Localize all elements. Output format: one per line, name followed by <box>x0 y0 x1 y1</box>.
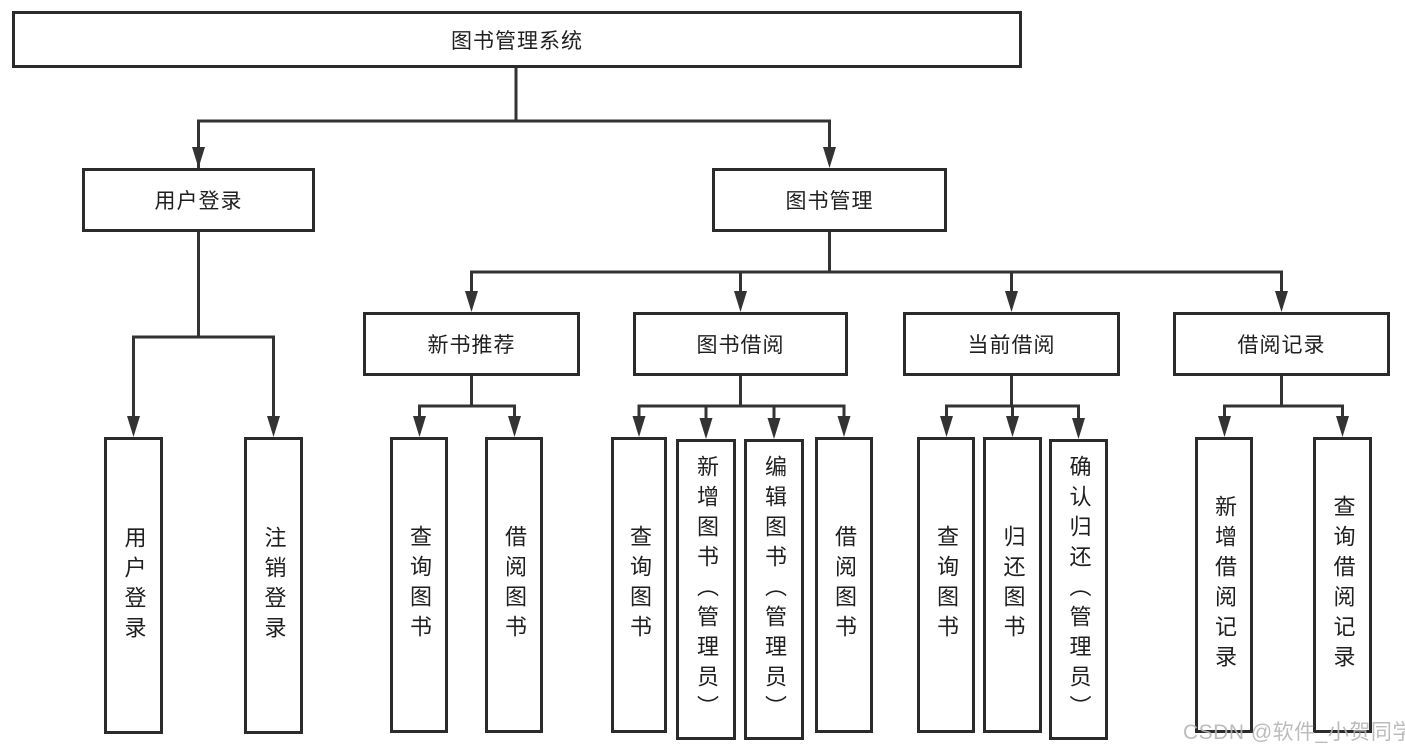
node-new-book-recommendation: 新书推荐 <box>363 312 580 376</box>
leaf-edit-books-admin: 编辑图书（管理员） <box>744 439 804 740</box>
connector-mgmt-to-level3 <box>465 232 1288 312</box>
leaf-borrow-books: 借阅图书 <box>815 437 873 733</box>
arrowhead <box>1072 418 1085 439</box>
arrowhead <box>940 416 953 437</box>
node-root-library-system: 图书管理系统 <box>12 11 1022 68</box>
connector-login-to-leaves <box>127 232 280 437</box>
csdn-watermark: CSDN @软件_小贺同学 <box>1183 721 1405 744</box>
arrowhead <box>465 291 478 312</box>
arrowhead <box>1336 416 1349 437</box>
arrowhead <box>192 147 205 168</box>
node-label: 新书推荐 <box>427 334 516 357</box>
leaf-label: 归还图书 <box>1000 525 1026 645</box>
leaf-label: 借阅图书 <box>502 525 527 645</box>
arrowhead <box>413 416 426 437</box>
leaf-label: 用户登录 <box>121 525 147 646</box>
leaf-user-login: 用户登录 <box>104 437 163 734</box>
leaf-query-books-recommend: 查询图书 <box>390 437 448 733</box>
leaf-query-borrow-record: 查询借阅记录 <box>1313 437 1372 733</box>
connector-newbooks-to-leaves <box>413 376 521 437</box>
node-borrowing-records: 借阅记录 <box>1173 312 1390 376</box>
node-label: 用户登录 <box>154 190 243 213</box>
leaf-label: 编辑图书（管理员） <box>762 454 787 725</box>
node-label: 图书管理系统 <box>451 29 583 53</box>
leaf-logout: 注销登录 <box>244 437 303 734</box>
arrowhead <box>823 147 836 168</box>
leaf-label: 新增图书（管理员） <box>694 454 719 725</box>
arrowhead <box>508 416 521 437</box>
arrowhead <box>699 418 713 439</box>
arrowhead <box>1006 416 1019 437</box>
leaf-label: 查询图书 <box>407 525 432 645</box>
leaf-add-borrow-record: 新增借阅记录 <box>1195 437 1253 733</box>
arrowhead <box>1218 416 1231 437</box>
leaf-confirm-return-admin: 确认归还（管理员） <box>1049 439 1108 740</box>
leaf-label: 新增借阅记录 <box>1212 495 1237 675</box>
leaf-label: 查询借阅记录 <box>1330 495 1356 675</box>
node-user-login: 用户登录 <box>82 168 315 232</box>
leaf-query-books-current: 查询图书 <box>917 437 975 733</box>
leaf-label: 查询图书 <box>934 525 959 645</box>
arrowhead <box>767 418 781 439</box>
node-label: 当前借阅 <box>967 334 1056 357</box>
leaf-add-books-admin: 新增图书（管理员） <box>676 439 736 740</box>
connector-borrow-to-leaves <box>632 376 851 439</box>
leaf-label: 确认归还（管理员） <box>1066 454 1092 725</box>
node-book-management: 图书管理 <box>712 168 947 232</box>
arrowhead <box>734 291 747 312</box>
leaf-label: 注销登录 <box>261 525 287 646</box>
connector-current-to-leaves <box>940 376 1085 439</box>
arrowhead <box>1275 291 1288 312</box>
leaf-borrow-books-recommend: 借阅图书 <box>485 437 543 733</box>
node-label: 借阅记录 <box>1237 334 1326 357</box>
arrowhead <box>1005 291 1018 312</box>
arrowhead <box>632 416 646 437</box>
connector-records-to-leaves <box>1218 376 1349 437</box>
leaf-return-books: 归还图书 <box>983 437 1042 733</box>
arrowhead <box>267 416 280 437</box>
node-book-borrowing: 图书借阅 <box>633 312 848 376</box>
node-current-borrowing: 当前借阅 <box>903 312 1120 376</box>
arrowhead <box>837 416 851 437</box>
leaf-query-books-borrow: 查询图书 <box>611 437 667 733</box>
leaf-label: 查询图书 <box>627 525 652 645</box>
leaf-label: 借阅图书 <box>832 525 857 645</box>
node-label: 图书管理 <box>785 190 874 213</box>
arrowhead <box>127 416 140 437</box>
node-label: 图书借阅 <box>696 334 785 357</box>
